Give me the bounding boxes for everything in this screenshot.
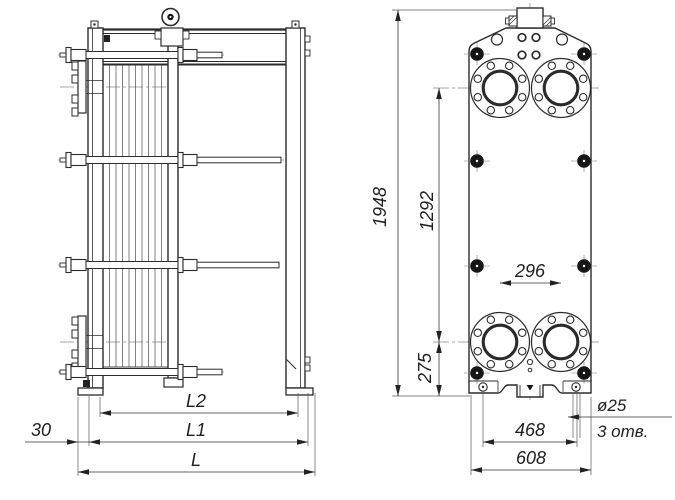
dim-label-hole-count: 3 отв. xyxy=(597,422,648,441)
port-flange-top-right xyxy=(529,56,593,120)
port-flange-top-left xyxy=(468,56,532,120)
center-small-holes xyxy=(526,358,534,373)
feet-side-view xyxy=(77,380,314,396)
side-view-dimensions: L2 L1 L 30 xyxy=(25,391,316,476)
dim-label-hole-dia: ø25 xyxy=(597,396,627,415)
carrying-bar xyxy=(103,28,286,66)
dim-label-l2: L2 xyxy=(186,391,206,411)
lifting-lug xyxy=(505,7,555,29)
roller-wheel-icon xyxy=(161,7,180,27)
fixed-plate xyxy=(87,20,104,389)
dim-label-1948: 1948 xyxy=(370,187,390,227)
dim-label-l1: L1 xyxy=(186,420,206,440)
follower-plate xyxy=(154,7,190,388)
side-view: L2 L1 L 30 xyxy=(25,7,316,476)
dim-label-608: 608 xyxy=(516,448,546,468)
frame-plate-outline xyxy=(468,27,592,398)
plate-pack xyxy=(103,65,168,368)
dim-label-275: 275 xyxy=(415,352,435,384)
dim-label-468: 468 xyxy=(515,420,545,440)
dim-label-1292: 1292 xyxy=(417,191,437,231)
support-column xyxy=(285,20,311,389)
front-view: 1948 1292 275 296 468 608 ø25 3 отв. xyxy=(370,3,672,475)
port-flange-bottom-right xyxy=(529,310,593,374)
top-holes xyxy=(490,32,569,60)
dim-label-l: L xyxy=(191,450,201,470)
tie-bolts xyxy=(59,46,282,381)
port-flange-bottom-left xyxy=(468,310,532,374)
front-view-dimensions: 1948 1292 275 296 468 608 ø25 3 отв. xyxy=(370,9,672,475)
dim-label-offset30: 30 xyxy=(31,420,51,440)
feet-front-view xyxy=(469,380,591,397)
dim-label-296: 296 xyxy=(514,261,546,281)
